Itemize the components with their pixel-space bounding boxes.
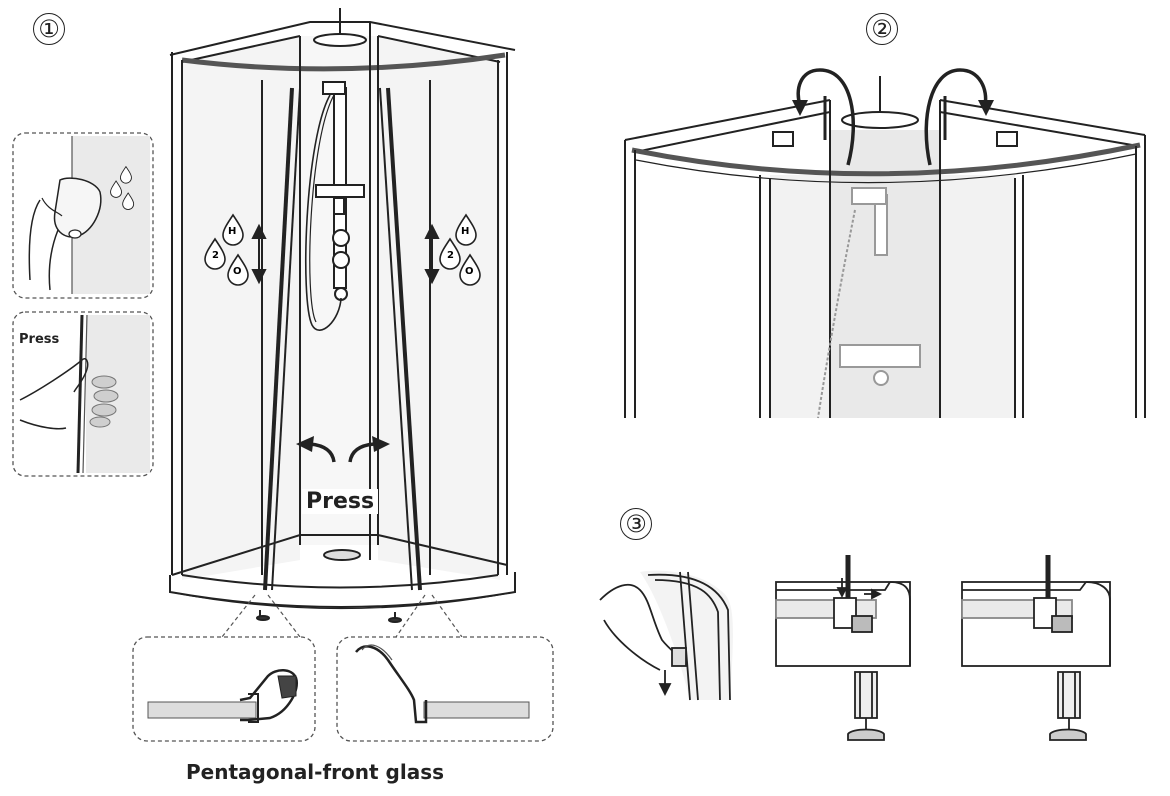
drop-letter-h: H [228, 226, 237, 237]
press-inset-label: Press [19, 332, 60, 347]
drop-letter-o: O [233, 266, 242, 277]
callout-lines [221, 594, 463, 638]
slide-arrows-step1 [251, 223, 440, 285]
step3-clip-before [775, 555, 911, 741]
inset-wipe-glass [12, 132, 154, 299]
drop-letter-h-right: H [461, 226, 470, 237]
drop-letter-2-right: 2 [447, 250, 454, 261]
drop-letter-2: 2 [212, 250, 219, 261]
step-number-1: ① [33, 13, 65, 45]
step3-hand-clip [599, 570, 733, 701]
step3-clip-after [961, 555, 1111, 741]
shower-cabin-step1 [169, 8, 516, 623]
seal-detail-right [336, 636, 554, 742]
shower-top-step2 [624, 76, 1146, 419]
caption-pentagonal-front-glass: Pentagonal-front glass [186, 760, 445, 784]
seal-detail-left [132, 636, 316, 742]
step-number-3: ③ [620, 508, 652, 540]
inset-press-seal [12, 311, 154, 477]
press-arrows [309, 442, 375, 463]
step-number-2: ② [866, 13, 898, 45]
press-label: Press [302, 489, 379, 514]
press-arrowheads [296, 436, 390, 452]
rotate-arrowheads-step2 [792, 100, 994, 116]
rotate-arrows-step2 [796, 68, 988, 166]
drop-letter-o-right: O [465, 266, 474, 277]
